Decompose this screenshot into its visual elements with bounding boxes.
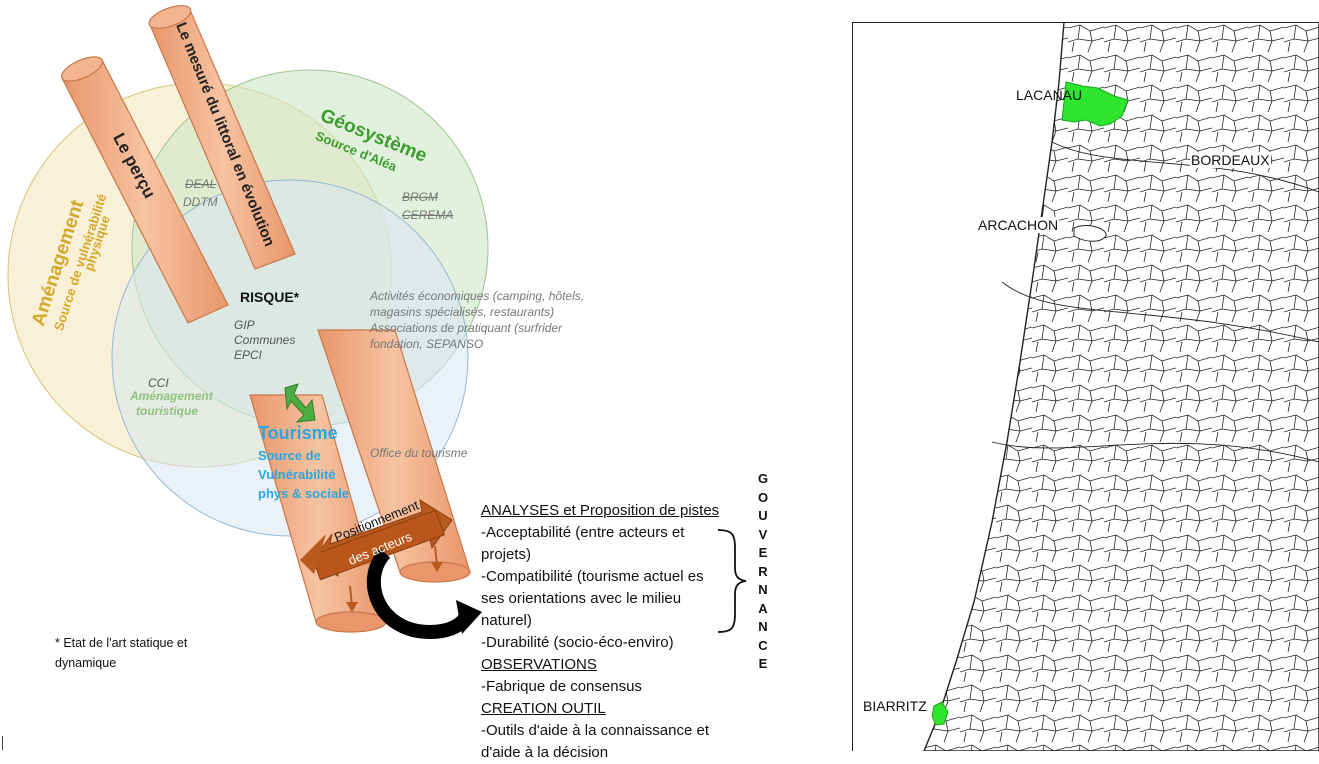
analyses-line: -Durabilité (socio-éco-enviro) xyxy=(481,632,719,654)
actor-communes: Communes xyxy=(234,333,295,348)
actor-activites: Activités économiques (camping, hôtels, … xyxy=(370,288,584,352)
footnote-line-1: * Etat de l'art statique et xyxy=(55,633,187,653)
tourisme-subtitle-1: Source de xyxy=(258,446,349,465)
tourisme-subtitle-3: phys & sociale xyxy=(258,484,349,503)
gouvernance-letter: E xyxy=(756,544,770,563)
actor-amenagement-touristique: Aménagement touristique xyxy=(130,389,213,419)
gouvernance-letter: G xyxy=(756,470,770,489)
actor-office-tourisme: Office du tourisme xyxy=(370,446,467,460)
actor-gip-group: GIP Communes EPCI xyxy=(234,318,295,363)
map-label-arcachon: ARCACHON xyxy=(977,217,1059,233)
actor-epci: EPCI xyxy=(234,348,295,363)
actor-gip: GIP xyxy=(234,318,295,333)
analyses-line: -Compatibilité (tourisme actuel es xyxy=(481,566,719,588)
creation-line: d'aide à la décision xyxy=(481,742,719,764)
activites-line-4: fondation, SEPANSO xyxy=(370,336,584,352)
amenagement-touristique-2: touristique xyxy=(130,404,213,419)
gouvernance-letter: R xyxy=(756,563,770,582)
tourisme-title: Tourisme xyxy=(258,423,338,444)
gouvernance-letter: N xyxy=(756,618,770,637)
gouvernance-letter: A xyxy=(756,600,770,619)
analyses-line: -Acceptabilité (entre acteurs et xyxy=(481,522,719,544)
actor-brgm: BRGM xyxy=(402,190,438,204)
gouvernance-letter: E xyxy=(756,655,770,674)
tourisme-subtitle-2: Vulnérabilité xyxy=(258,465,349,484)
amenagement-touristique-1: Aménagement xyxy=(130,389,213,404)
actor-ddtm: DDTM xyxy=(183,195,218,209)
actor-cerema: CEREMA xyxy=(402,208,453,222)
observations-line: -Fabrique de consensus xyxy=(481,676,719,698)
activites-line-1: Activités économiques (camping, hôtels, xyxy=(370,288,584,304)
map-label-biarritz: BIARRITZ xyxy=(862,698,928,714)
map-label-bordeaux: BORDEAUX xyxy=(1190,152,1271,168)
gouvernance-letter: U xyxy=(756,507,770,526)
footnote: * Etat de l'art statique et dynamique xyxy=(55,633,187,673)
commune-map xyxy=(852,22,1319,751)
analyses-line: projets) xyxy=(481,544,719,566)
left-edge-tick xyxy=(2,736,3,750)
creation-heading: CREATION OUTIL xyxy=(481,698,719,720)
analyses-list: ANALYSES et Proposition de pistes -Accep… xyxy=(481,500,719,764)
observations-heading: OBSERVATIONS xyxy=(481,654,719,676)
activites-line-3: Associations de pratiquant (surfrider xyxy=(370,320,584,336)
gouvernance-letter: O xyxy=(756,489,770,508)
actor-cci: CCI xyxy=(148,376,169,390)
gouvernance-vertical: G O U V E R N A N C E xyxy=(756,470,770,674)
creation-line: -Outils d'aide à la connaissance et xyxy=(481,720,719,742)
gouvernance-letter: C xyxy=(756,637,770,656)
gouvernance-letter: V xyxy=(756,526,770,545)
activites-line-2: magasins spécialisés, restaurants) xyxy=(370,304,584,320)
analyses-line: ses orientations avec le milieu xyxy=(481,588,719,610)
tourisme-subtitle: Source de Vulnérabilité phys & sociale xyxy=(258,446,349,503)
map-label-lacanau: LACANAU xyxy=(1016,87,1082,103)
analyses-line: naturel) xyxy=(481,610,719,632)
gouvernance-letter: N xyxy=(756,581,770,600)
gouvernance-brace xyxy=(718,530,746,632)
footnote-line-2: dynamique xyxy=(55,653,187,673)
actor-deal: DEAL xyxy=(185,177,216,191)
analyses-heading: ANALYSES et Proposition de pistes xyxy=(481,500,719,522)
risque-label: RISQUE* xyxy=(240,289,299,305)
